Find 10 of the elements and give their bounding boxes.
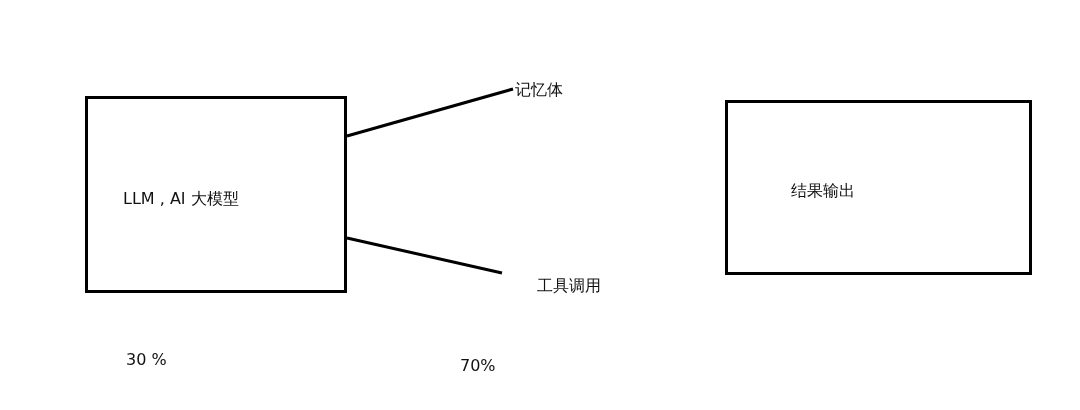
- connector-line: [346, 236, 503, 275]
- node-label: 工具调用: [537, 276, 601, 296]
- connector-line: [346, 87, 514, 138]
- node-label: 记忆体: [515, 80, 563, 100]
- process-box: [85, 96, 347, 293]
- percentage-label: 70%: [460, 356, 496, 375]
- percentage-label: 30 %: [126, 350, 167, 369]
- process-box: [725, 100, 1032, 275]
- box-label: LLM , AI 大模型: [123, 189, 239, 209]
- box-label: 结果输出: [791, 181, 855, 201]
